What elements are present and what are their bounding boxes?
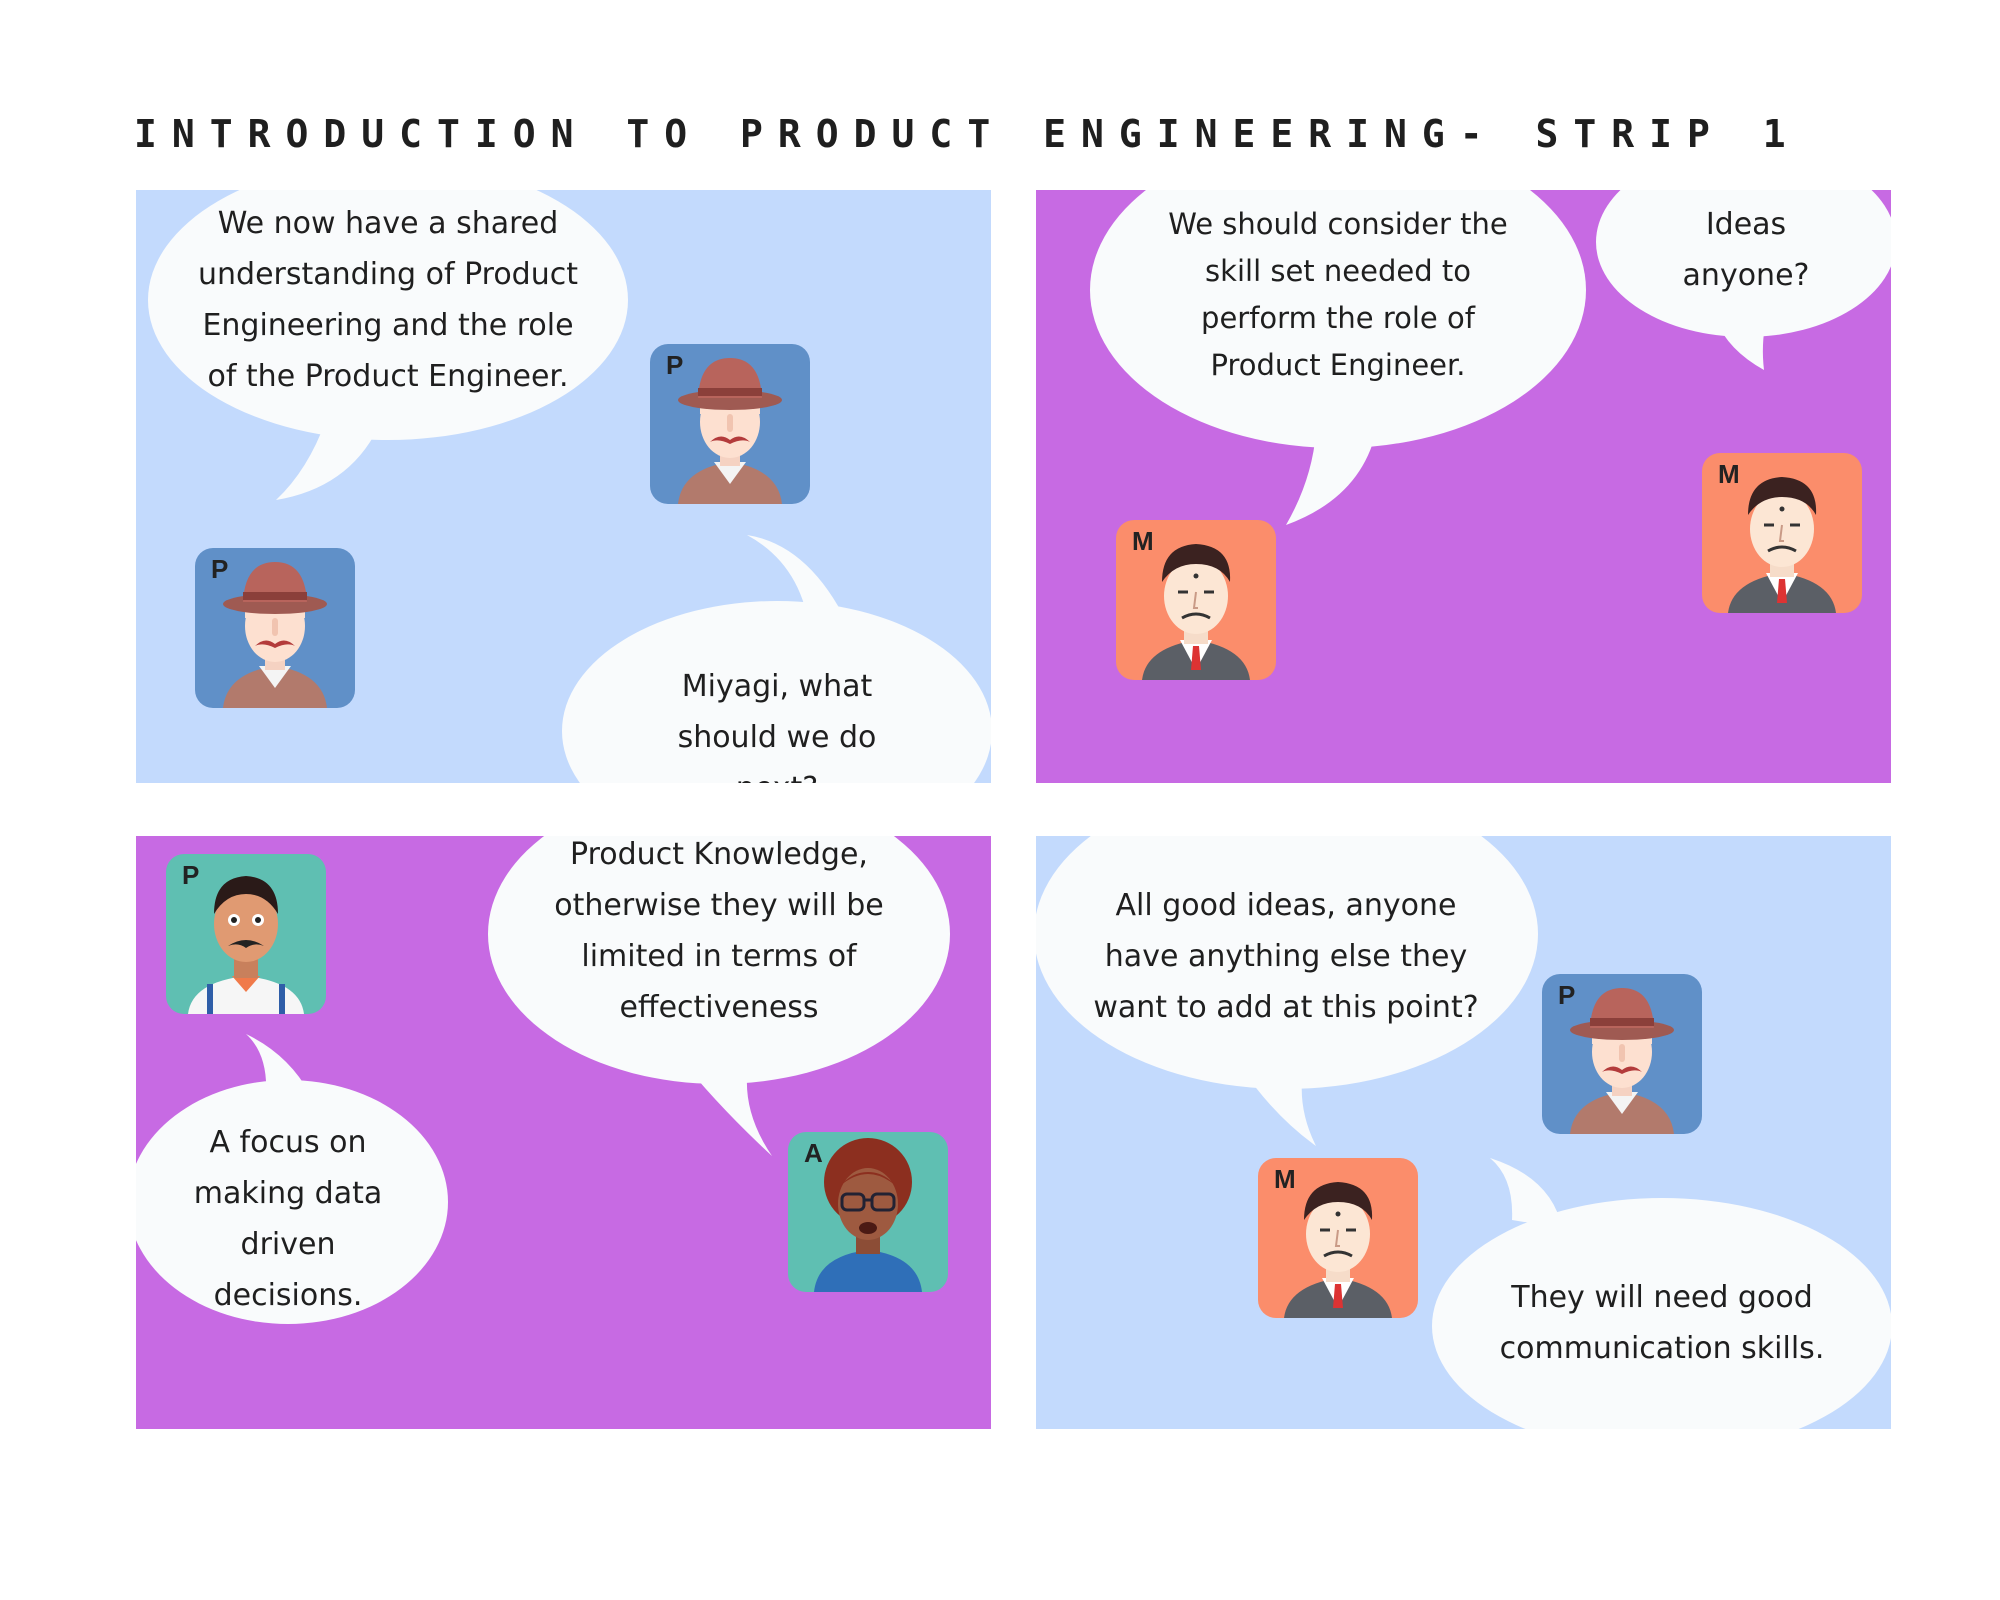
speech-bubble: A focus on making data driven decisions. [136,1034,448,1334]
speech-bubble: Miyagi, what should we do next? [562,535,991,783]
avatar-p-hat: P [650,344,810,504]
speech-text: A focus on making data driven decisions. [193,1125,383,1313]
avatar-m-suit: M [1702,453,1862,613]
comic-panel-4: All good ideas, anyone have anything els… [1036,836,1891,1429]
speech-bubble-shape [1596,190,1891,370]
strip-title: INTRODUCTION TO PRODUCT ENGINEERING- STR… [134,112,1801,156]
speech-text: We now have a shared understanding of Pr… [198,206,578,394]
speech-text: They will need good communication skills… [1499,1280,1825,1366]
comic-panel-2: We should consider the skill set needed … [1036,190,1891,783]
speech-bubble-shape [1090,190,1586,525]
comic-panel-3: Product Knowledge, otherwise they will b… [136,836,991,1429]
speech-bubble: Ideas anyone? [1596,190,1891,370]
avatar-a-glasses: A [788,1132,948,1292]
speech-bubble: They will need good communication skills… [1432,1158,1891,1429]
avatar-p-mustache: P [166,854,326,1014]
avatar-m-suit: M [1116,520,1276,680]
avatar-m-suit: M [1258,1158,1418,1318]
speech-bubble: All good ideas, anyone have anything els… [1036,836,1538,1146]
speech-bubble-shape [136,1034,448,1324]
speech-text: Miyagi, what should we do next? [677,669,877,783]
speech-bubble-shape [148,190,628,500]
speech-bubble: Product Knowledge, otherwise they will b… [488,836,950,1156]
avatar-p-hat: P [1542,974,1702,1134]
speech-text: We should consider the skill set needed … [1168,207,1508,382]
speech-bubble-shape [1036,836,1538,1146]
comic-panel-1: We now have a shared understanding of Pr… [136,190,991,783]
speech-bubble-shape [488,836,950,1156]
speech-bubble: We now have a shared understanding of Pr… [148,190,628,500]
speech-bubble: We should consider the skill set needed … [1090,190,1586,525]
speech-bubble-shape [562,535,991,783]
speech-text: All good ideas, anyone have anything els… [1093,887,1479,1025]
speech-bubble-shape [1432,1158,1891,1429]
speech-text: Ideas anyone? [1682,207,1810,293]
speech-text: Product Knowledge, otherwise they will b… [554,837,884,1025]
avatar-p-hat: P [195,548,355,708]
